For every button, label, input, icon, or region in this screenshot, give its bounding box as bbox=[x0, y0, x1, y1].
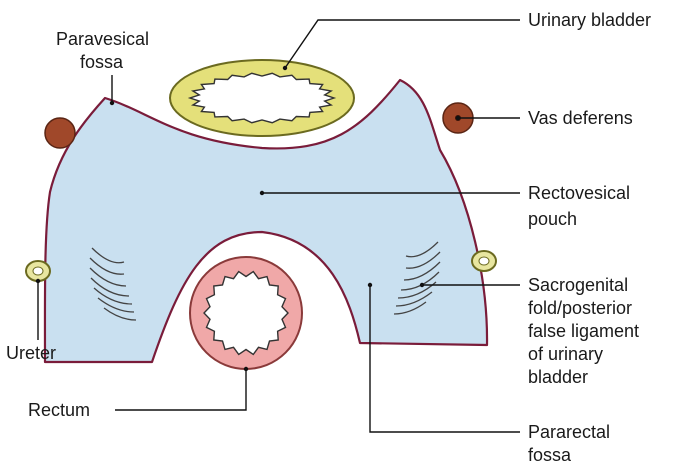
leader-rectum bbox=[115, 369, 246, 410]
ureter-right bbox=[472, 251, 496, 271]
leader-urinary-bladder bbox=[285, 20, 520, 68]
label-urinary-bladder: Urinary bladder bbox=[528, 10, 651, 30]
label-paravesical-fossa: Paravesical fossa bbox=[56, 29, 154, 72]
label-sacrogenital-fold: Sacrogenital fold/posterior false ligame… bbox=[528, 275, 644, 387]
label-vas-deferens: Vas deferens bbox=[528, 108, 633, 128]
rectum bbox=[190, 257, 302, 369]
label-rectovesical-pouch: Rectovesical pouch bbox=[528, 183, 635, 229]
ureter-left bbox=[26, 261, 50, 281]
vas-deferens-left bbox=[45, 118, 75, 148]
urinary-bladder bbox=[170, 60, 354, 136]
label-ureter: Ureter bbox=[6, 343, 56, 363]
label-pararectal-fossa: Pararectal fossa bbox=[528, 422, 615, 462]
label-rectum: Rectum bbox=[28, 400, 90, 420]
